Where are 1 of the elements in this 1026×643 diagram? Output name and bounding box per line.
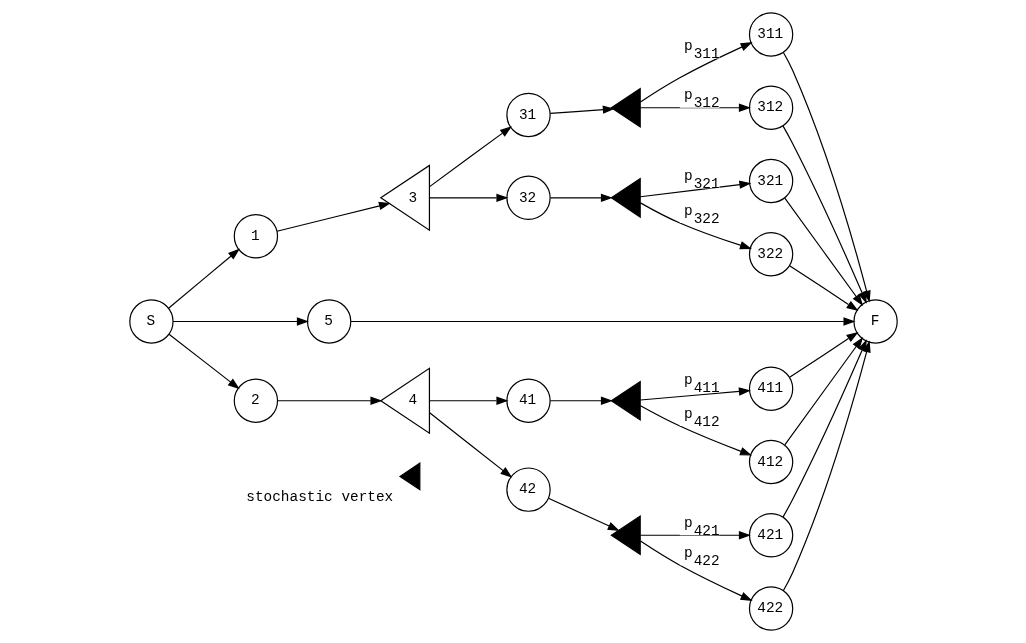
legend-label: stochastic vertex <box>245 489 393 506</box>
